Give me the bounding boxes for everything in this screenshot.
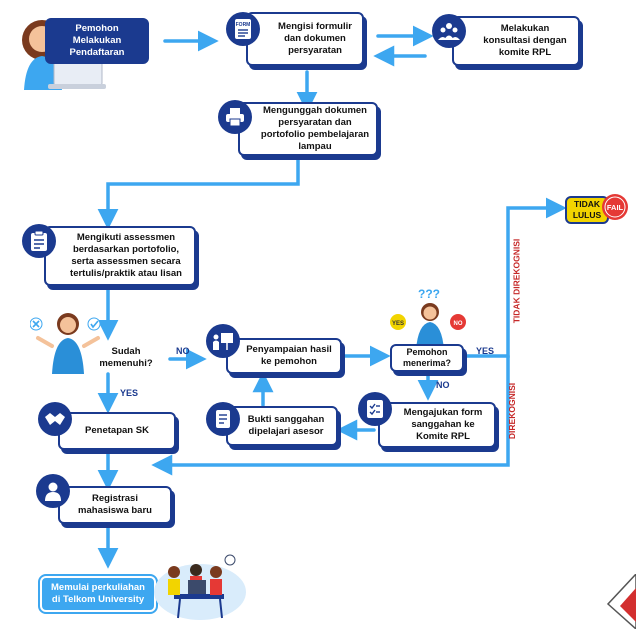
node-konsultasi: Melakukan konsultasi dengan komite RPL: [452, 16, 580, 66]
node-registrasi-label: Registrasi mahasiswa baru: [78, 493, 152, 516]
user-registration-icon: [36, 474, 70, 508]
node-pemohon-menerima-label: Pemohon menerima?: [402, 346, 452, 368]
node-sudah-label: Sudah memenuhi?: [99, 346, 153, 369]
node-mengajukan-label: Mengajukan form sanggahan ke Komite RPL: [403, 407, 483, 442]
node-sudah: Sudah memenuhi?: [86, 346, 166, 370]
node-mengunggah: Mengunggah dokumen persyaratan dan porto…: [238, 102, 378, 156]
edge-label-tidak-direkognisi: TIDAK DIREKOGNISI: [511, 238, 522, 324]
node-pemohon-menerima: Pemohon menerima?: [390, 344, 464, 372]
arrow-direkognisi-penetapan: [151, 354, 510, 476]
edge-label-no-sudah: NO: [176, 346, 190, 356]
handshake-icon: [38, 402, 72, 436]
checklist-icon: [358, 392, 392, 426]
node-assessmen-label: Mengikuti assessmen berdasarkan portofol…: [70, 232, 182, 279]
svg-text:YES: YES: [392, 321, 404, 327]
node-penyampaian: Penyampaian hasil ke pemohon: [226, 338, 342, 374]
node-mengunggah-label: Mengunggah dokumen persyaratan dan porto…: [260, 105, 370, 152]
arrow-menerima-tidaklulus: [464, 197, 567, 358]
students-group-illustration: [154, 554, 246, 620]
document-evidence-icon: [206, 402, 240, 436]
deciding-woman-illustration: [30, 313, 101, 374]
svg-text:FAIL: FAIL: [607, 203, 624, 212]
node-assessmen: Mengikuti assessmen berdasarkan portofol…: [44, 226, 196, 286]
corner-decoration: [606, 574, 636, 629]
consultation-people-icon: [432, 14, 466, 48]
node-penyampaian-label: Penyampaian hasil ke pemohon: [246, 344, 332, 367]
node-tidak-lulus-label: TIDAK LULUS: [572, 199, 602, 220]
edge-label-yes-menerima: YES: [476, 346, 495, 356]
edge-label-no-menerima: NO: [436, 380, 450, 390]
node-memulai: Memulai perkuliahan di Telkom University: [38, 574, 158, 614]
form-document-icon: FORM: [226, 12, 260, 46]
node-registrasi: Registrasi mahasiswa baru: [58, 486, 172, 524]
edge-label-yes-sudah: YES: [120, 388, 139, 398]
clipboard-assessment-icon: [22, 224, 56, 258]
fail-stamp-icon: FAIL: [602, 194, 628, 220]
node-konsultasi-label: Melakukan konsultasi dengan komite RPL: [483, 23, 567, 58]
node-mengisi: Mengisi formulir dan dokumen persyaratan: [246, 12, 364, 66]
node-memulai-label: Memulai perkuliahan di Telkom University: [51, 582, 145, 605]
node-mengajukan: Mengajukan form sanggahan ke Komite RPL: [378, 402, 496, 448]
svg-text:FORM: FORM: [236, 22, 251, 28]
node-pemohon: Pemohon Melakukan Pendaftaran: [45, 18, 149, 64]
edge-label-direkognisi: DIREKOGNISI: [507, 382, 518, 440]
printer-upload-icon: [218, 100, 252, 134]
node-penetapan-label: Penetapan SK: [85, 425, 149, 437]
presentation-icon: [206, 324, 240, 358]
node-penetapan: Penetapan SK: [58, 412, 176, 450]
node-tidak-lulus: TIDAK LULUS: [565, 196, 609, 224]
node-mengisi-label: Mengisi formulir dan dokumen persyaratan: [278, 21, 352, 56]
node-bukti-label: Bukti sanggahan dipelajari asesor: [247, 414, 325, 437]
svg-text:???: ???: [418, 287, 440, 301]
node-bukti: Bukti sanggahan dipelajari asesor: [226, 406, 338, 446]
svg-text:NO: NO: [454, 321, 463, 327]
yes-no-woman-illustration: ??? YES NO: [390, 287, 466, 350]
node-pemohon-label: Pemohon Melakukan Pendaftaran: [69, 23, 125, 58]
arrow-mengunggah-assessmen: [97, 158, 300, 230]
